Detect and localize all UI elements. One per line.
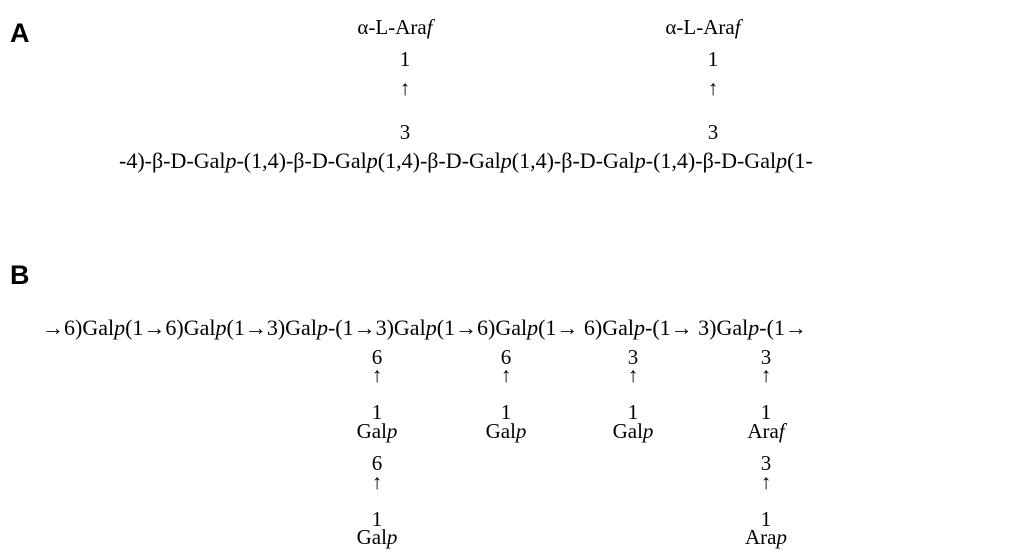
panel-b-branch-2-sugar: Galp <box>485 419 527 443</box>
panel-b-branch-4-link-to: 3 <box>760 345 772 369</box>
panel-b-branch-2-arrow: ↑ <box>500 363 512 387</box>
panel-a-branch-1-link-to: 3 <box>399 120 411 144</box>
panel-b-branch-1-link-from: 1 <box>371 400 383 424</box>
panel-b-branch-4-arrow: ↑ <box>760 363 772 387</box>
panel-a-branch-2-link-to: 3 <box>707 120 719 144</box>
panel-b-branch-1-arrow: ↑ <box>371 363 383 387</box>
panel-b-branch-4-sugar: Araf <box>747 419 785 443</box>
panel-b-branch-3-link-to: 3 <box>627 345 639 369</box>
panel-b-branch-2-link-to: 6 <box>500 345 512 369</box>
panel-b-branch-1-ext-link-from: 1 <box>371 507 383 531</box>
panel-a-branch-1-sugar: α-L-Araf <box>357 15 433 39</box>
panel-b-branch-4-ext-sugar: Arap <box>745 525 787 549</box>
panel-a-branch-1-arrow: ↑ <box>399 76 411 100</box>
panel-b-branch-4-ext-link-from: 1 <box>760 507 772 531</box>
panel-a-branch-2-link-from: 1 <box>707 47 719 71</box>
panel-b-branch-3-link-from: 1 <box>627 400 639 424</box>
panel-b-branch-3-sugar: Galp <box>612 419 654 443</box>
panel-b-branch-4-ext-link-to: 3 <box>760 451 772 475</box>
panel-b-branch-4-ext-arrow: ↑ <box>760 470 772 494</box>
panel-a-branch-2-sugar: α-L-Araf <box>665 15 741 39</box>
panel-a-branch-1-link-from: 1 <box>399 47 411 71</box>
panel-b-branch-1-link-to: 6 <box>371 345 383 369</box>
panel-b-branch-1-ext-link-to: 6 <box>371 451 383 475</box>
panel-b-branch-1-sugar: Galp <box>356 419 398 443</box>
panel-b-branch-2-link-from: 1 <box>500 400 512 424</box>
panel-b-branch-3-arrow: ↑ <box>627 363 639 387</box>
panel-b-label: B <box>10 260 30 290</box>
panel-a-label: A <box>10 18 30 48</box>
panel-a-branch-2-arrow: ↑ <box>707 76 719 100</box>
panel-b-branch-1-ext-sugar: Galp <box>356 525 398 549</box>
panel-a-backbone: -4)-β-D-Galp-(1,4)-β-D-Galp(1,4)-β-D-Gal… <box>119 148 813 173</box>
panel-b-backbone: →6)Galp(1→6)Galp(1→3)Galp-(1→3)Galp(1→6)… <box>42 315 807 340</box>
panel-b-branch-1-ext-arrow: ↑ <box>371 470 383 494</box>
panel-b-branch-4-link-from: 1 <box>760 400 772 424</box>
